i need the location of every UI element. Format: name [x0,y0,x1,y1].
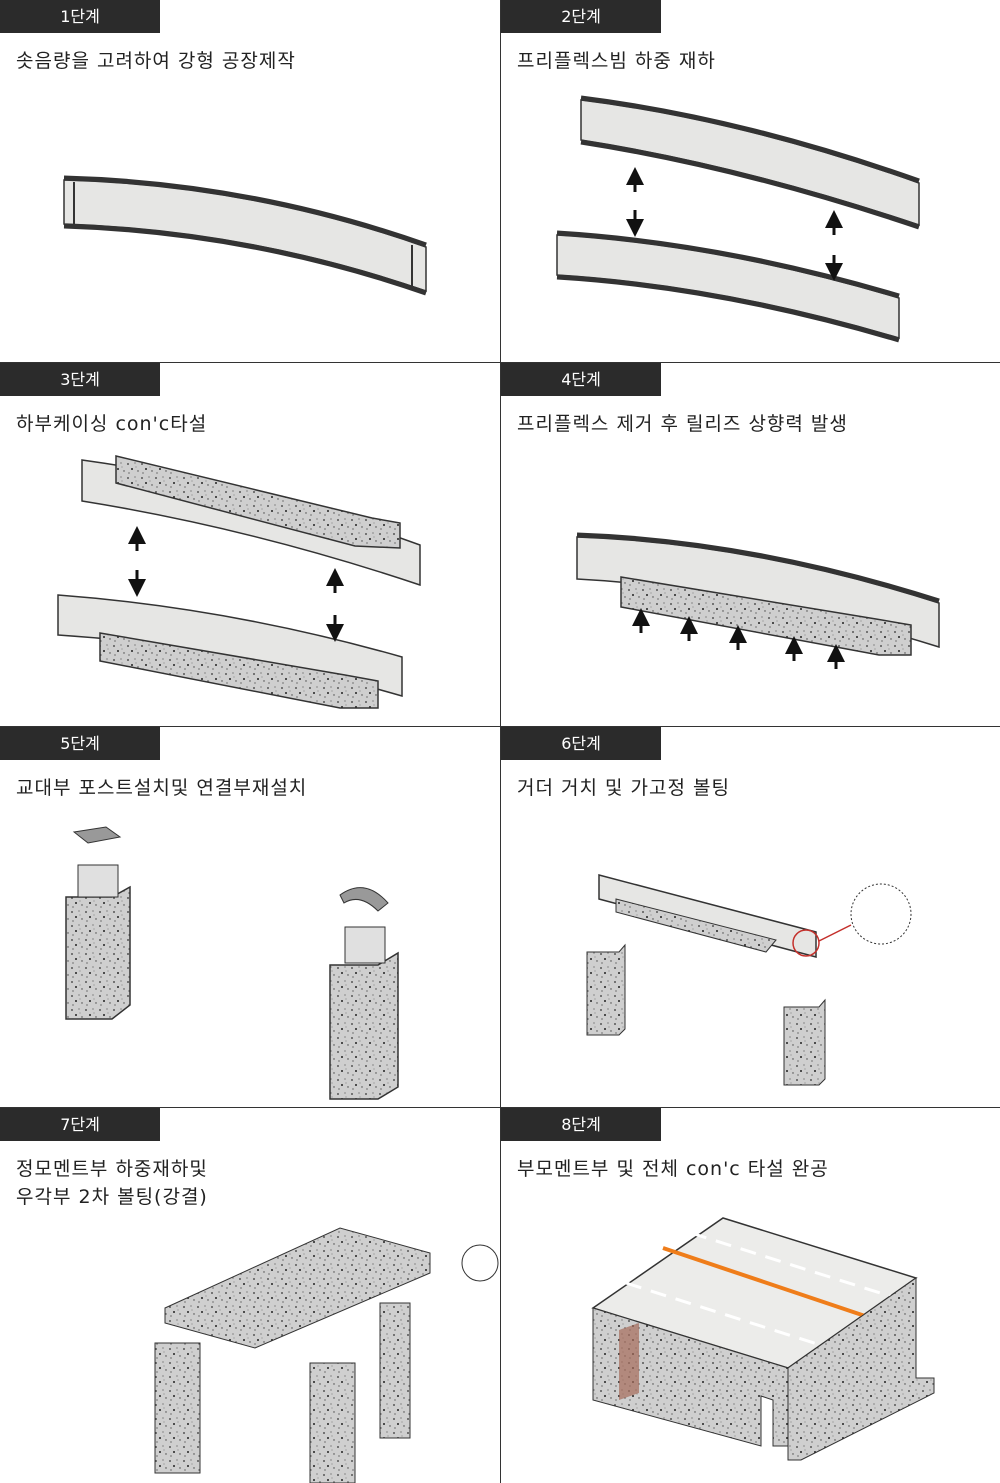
preflex-loading-illustration [556,95,920,343]
completed-bridge-illustration [591,1217,935,1461]
step-7-tag: 7단계 [0,1108,160,1141]
step-7-description: 정모멘트부 하중재하및 우각부 2차 볼팅(강결) [16,1158,208,1208]
step-8-panel: 8단계 부모멘트부 및 전체 con'c 타설 완공 [501,1108,1000,1483]
step-4-description: 프리플렉스 제거 후 릴리즈 상향력 발생 [517,413,848,435]
row-divider-3 [0,1107,1000,1108]
step-3-tag: 3단계 [0,363,160,396]
positive-moment-loading-illustration [154,1227,499,1483]
step-4-panel: 4단계 프리플렉스 제거 후 릴리즈 상향력 발생 [501,363,1000,726]
step-4-tag: 4단계 [501,363,661,396]
step-5-panel: 5단계 교대부 포스트설치및 연결부재설치 [0,727,500,1107]
step-3-panel: 3단계 하부케이싱 con'c타설 [0,363,500,726]
step-2-description: 프리플렉스빔 하중 재하 [517,50,716,72]
step-2-panel: 2단계 프리플렉스빔 하중 재하 [501,0,1000,362]
step-6-panel: 6단계 거더 거치 및 가고정 볼팅 [501,727,1000,1107]
step-6-tag: 6단계 [501,727,661,760]
step-5-tag: 5단계 [0,727,160,760]
girder-placement-bolting-illustration [586,874,912,1086]
step-3-description: 하부케이싱 con'c타설 [16,413,208,435]
step-7-panel: 7단계 정모멘트부 하중재하및 우각부 2차 볼팅(강결) [0,1108,500,1483]
release-upward-force-illustration [576,532,940,669]
abutment-post-installation-illustration [65,826,399,1100]
step-1-description: 솟음량을 고려하여 강형 공장제작 [16,50,296,72]
row-divider-1 [0,362,1000,363]
column-divider [500,0,501,1483]
step-8-tag: 8단계 [501,1108,661,1141]
lower-casing-concrete-illustration [57,455,421,709]
step-1-tag: 1단계 [0,0,160,33]
step-8-description: 부모멘트부 및 전체 con'c 타설 완공 [517,1158,829,1180]
step-6-description: 거더 거치 및 가고정 볼팅 [517,777,730,799]
step-5-description: 교대부 포스트설치및 연결부재설치 [16,777,308,799]
step-1-panel: 1단계 솟음량을 고려하여 강형 공장제작 [0,0,500,362]
cambered-steel-girder-illustration [63,175,427,296]
row-divider-2 [0,726,1000,727]
step-2-tag: 2단계 [501,0,661,33]
